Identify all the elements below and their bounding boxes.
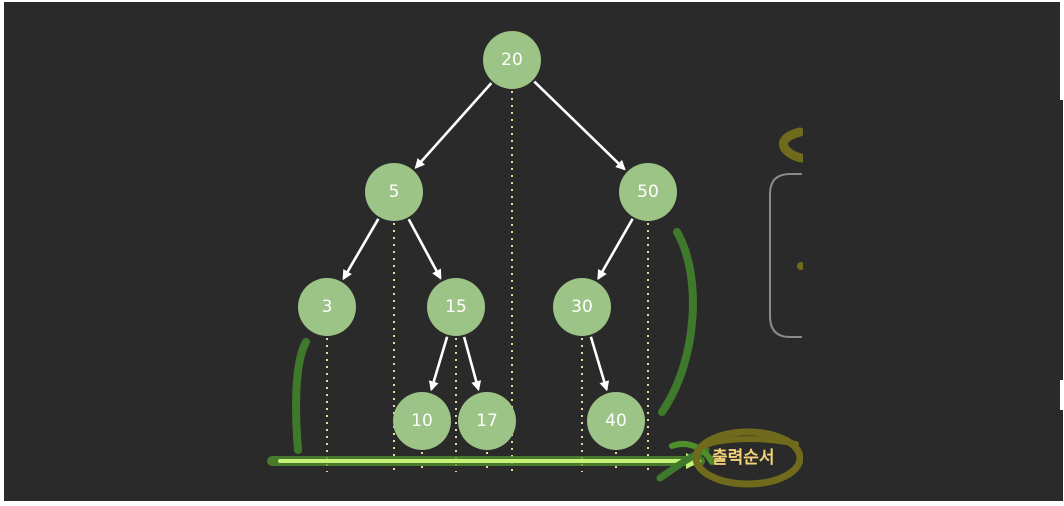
- node-circle: [393, 392, 451, 450]
- green-scribbles: [292, 228, 697, 454]
- node-circle: [427, 278, 485, 336]
- node-circle: [483, 31, 541, 89]
- tree-node-17: 17: [458, 392, 516, 450]
- node-label: 15: [445, 297, 467, 317]
- node-label: 5: [389, 182, 400, 202]
- node-circle: [553, 278, 611, 336]
- caption-circle-overlap: [697, 436, 799, 451]
- tree-edges: [342, 80, 634, 392]
- node-label: 50: [637, 182, 659, 202]
- vertical-guide-lines: [326, 91, 649, 472]
- cropped-side-panel: [769, 100, 1063, 380]
- node-label: 17: [476, 411, 498, 431]
- rounded-panel-outline: [769, 173, 802, 338]
- output-order-caption: 출력순서: [692, 410, 1063, 501]
- node-label: 40: [605, 411, 627, 431]
- caption-cut-edge: [803, 410, 1063, 501]
- node-label: 10: [411, 411, 433, 431]
- node-circle: [587, 392, 645, 450]
- tree-node-20: 20: [483, 31, 541, 89]
- node-circle: [619, 163, 677, 221]
- tree-node-10: 10: [393, 392, 451, 450]
- tree-node-3: 3: [298, 278, 356, 336]
- left-scribble: [292, 338, 310, 454]
- output-order-arrow: [267, 441, 715, 482]
- edge-20-to-5: [414, 82, 493, 169]
- tree-node-5: 5: [365, 163, 423, 221]
- node-label: 3: [322, 297, 333, 317]
- tree-node-30: 30: [553, 278, 611, 336]
- edge-30-to-40: [589, 336, 610, 392]
- tree-node-50: 50: [619, 163, 677, 221]
- node-label: 30: [571, 297, 593, 317]
- edge-50-to-30: [597, 218, 634, 281]
- panel-cut-edge: [803, 100, 1063, 380]
- node-label: 20: [501, 50, 523, 70]
- node-circle: [365, 163, 423, 221]
- olive-bracket-scribble: [779, 127, 807, 163]
- edge-15-to-10: [428, 336, 449, 392]
- edge-15-to-17: [462, 336, 482, 392]
- node-circle: [458, 392, 516, 450]
- edge-5-to-15: [407, 218, 442, 280]
- tree-nodes: 20 5 50 3 15 30 10 17 40: [298, 31, 677, 450]
- arrow-scribble-head: [669, 441, 715, 465]
- tree-node-40: 40: [587, 392, 645, 450]
- right-scribble: [658, 228, 697, 416]
- caption-circle-scribble: [692, 428, 804, 488]
- tree-node-15: 15: [427, 278, 485, 336]
- edge-20-to-50: [533, 80, 626, 171]
- caption-text: 출력순서: [712, 448, 775, 468]
- node-circle: [298, 278, 356, 336]
- edge-5-to-3: [342, 218, 380, 281]
